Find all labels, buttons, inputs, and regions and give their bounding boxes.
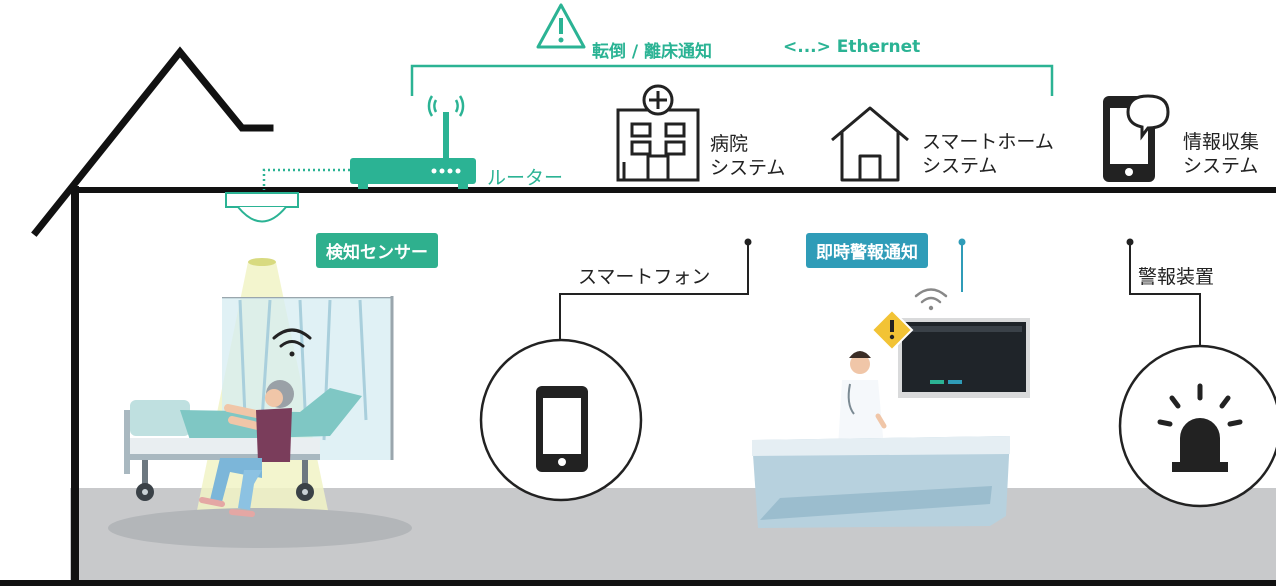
fall-alert-label: 転倒 / 離床通知 (592, 42, 713, 62)
house-frame (0, 46, 1276, 586)
alarm-label: 警報装置 (1138, 266, 1215, 288)
wifi-icon (914, 288, 948, 311)
router-label: ルーター (487, 167, 564, 189)
system-info-collection-line2: システム (1183, 155, 1259, 177)
house-icon (831, 106, 909, 182)
instant-alert-badge: 即時警報通知 (806, 233, 928, 268)
connector-lines (559, 238, 1201, 350)
alert-diamond-icon (870, 308, 914, 352)
phone-chat-icon (1103, 94, 1170, 182)
patient-figure (199, 380, 294, 517)
system-hospital-line2: システム (710, 157, 786, 179)
wifi-icon (272, 328, 312, 357)
room-shadow (108, 508, 412, 548)
system-info-collection-line1: 情報収集 (1183, 131, 1260, 153)
system-smart-home-line2: システム (922, 155, 998, 177)
sensor-link-line (262, 168, 350, 190)
smartphone-label: スマートフォン (578, 266, 711, 288)
system-hospital-line1: 病院 (710, 133, 749, 155)
doctor-figure (838, 351, 887, 448)
alarm-siren-icon (1157, 383, 1243, 472)
hospital-icon (616, 84, 700, 182)
ethernet-label: <...> Ethernet (783, 37, 921, 57)
network-bracket (410, 64, 1054, 96)
ceiling-lamp (248, 258, 276, 266)
warning-triangle-icon (536, 3, 586, 49)
smartphone-zone (479, 338, 643, 502)
ceiling-sensor-icon (225, 192, 299, 223)
nurse-station (752, 288, 1030, 528)
sensor-badge: 検知センサー (316, 233, 438, 268)
system-smart-home-line1: スマートホーム (922, 131, 1054, 153)
smartphone-icon (536, 386, 588, 472)
router-icon (350, 95, 476, 189)
alarm-zone (1118, 344, 1276, 508)
